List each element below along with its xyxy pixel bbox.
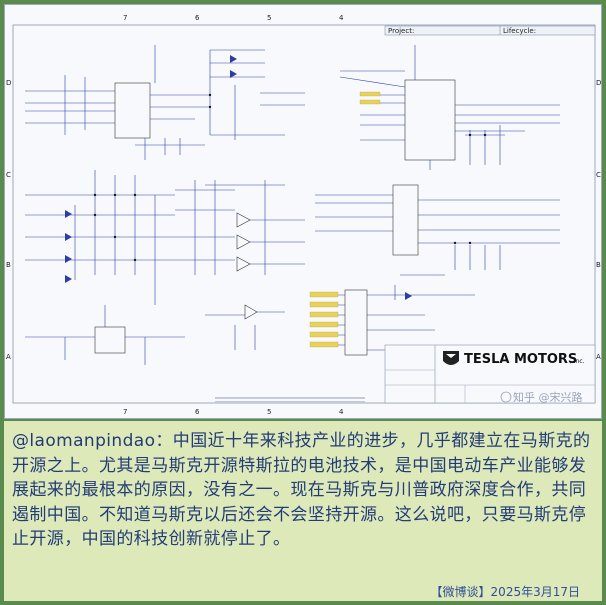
watermark: 知乎 @宋兴路 — [500, 390, 583, 404]
column-number-6: 6 — [195, 14, 200, 22]
company-logo-suffix: , Inc. — [570, 358, 585, 365]
row-letter-c-right: C — [596, 171, 601, 179]
junction-dots — [93, 93, 487, 262]
diode-symbols — [65, 55, 412, 300]
column-number-5-bottom: 5 — [267, 408, 271, 416]
row-letter-a-right: A — [596, 353, 601, 361]
post-text: @laomanpindao：中国近十年来科技产业的进步，几乎都建立在马斯克的开源… — [12, 431, 591, 549]
column-number-7-bottom: 7 — [123, 408, 127, 416]
header-project: Project: — [388, 27, 414, 35]
row-letter-d: D — [6, 79, 11, 87]
header-lifecycle: Lifecycle: — [503, 27, 536, 35]
row-letter-c: C — [6, 171, 11, 179]
column-number-5: 5 — [267, 14, 271, 22]
column-number-4-bottom: 4 — [339, 408, 344, 416]
column-number-7: 7 — [123, 14, 127, 22]
svg-text:知乎 @宋兴路: 知乎 @宋兴路 — [513, 390, 583, 404]
net-label-tags — [309, 91, 381, 348]
row-letter-b-right: B — [596, 261, 601, 269]
schematic-drawing: 7 6 5 4 7 6 5 4 D C B A D C B A Project:… — [6, 14, 601, 416]
post-source-date: 【微博谈】2025年3月17日 — [430, 585, 580, 599]
row-letter-d-right: D — [596, 79, 601, 87]
tesla-logo-icon — [443, 351, 459, 365]
company-logo-text: TESLA MOTORS — [464, 352, 577, 367]
row-letter-b: B — [6, 261, 11, 269]
column-number-4: 4 — [339, 14, 344, 22]
post-footer: 【微博谈】2025年3月17日 — [4, 581, 602, 601]
circuit-schematic-image: 7 6 5 4 7 6 5 4 D C B A D C B A Project:… — [4, 4, 602, 419]
post-caption: @laomanpindao：中国近十年来科技产业的进步，几乎都建立在马斯克的开源… — [4, 421, 602, 581]
row-letter-a: A — [6, 353, 11, 361]
column-number-6-bottom: 6 — [195, 408, 200, 416]
wires — [25, 45, 560, 365]
